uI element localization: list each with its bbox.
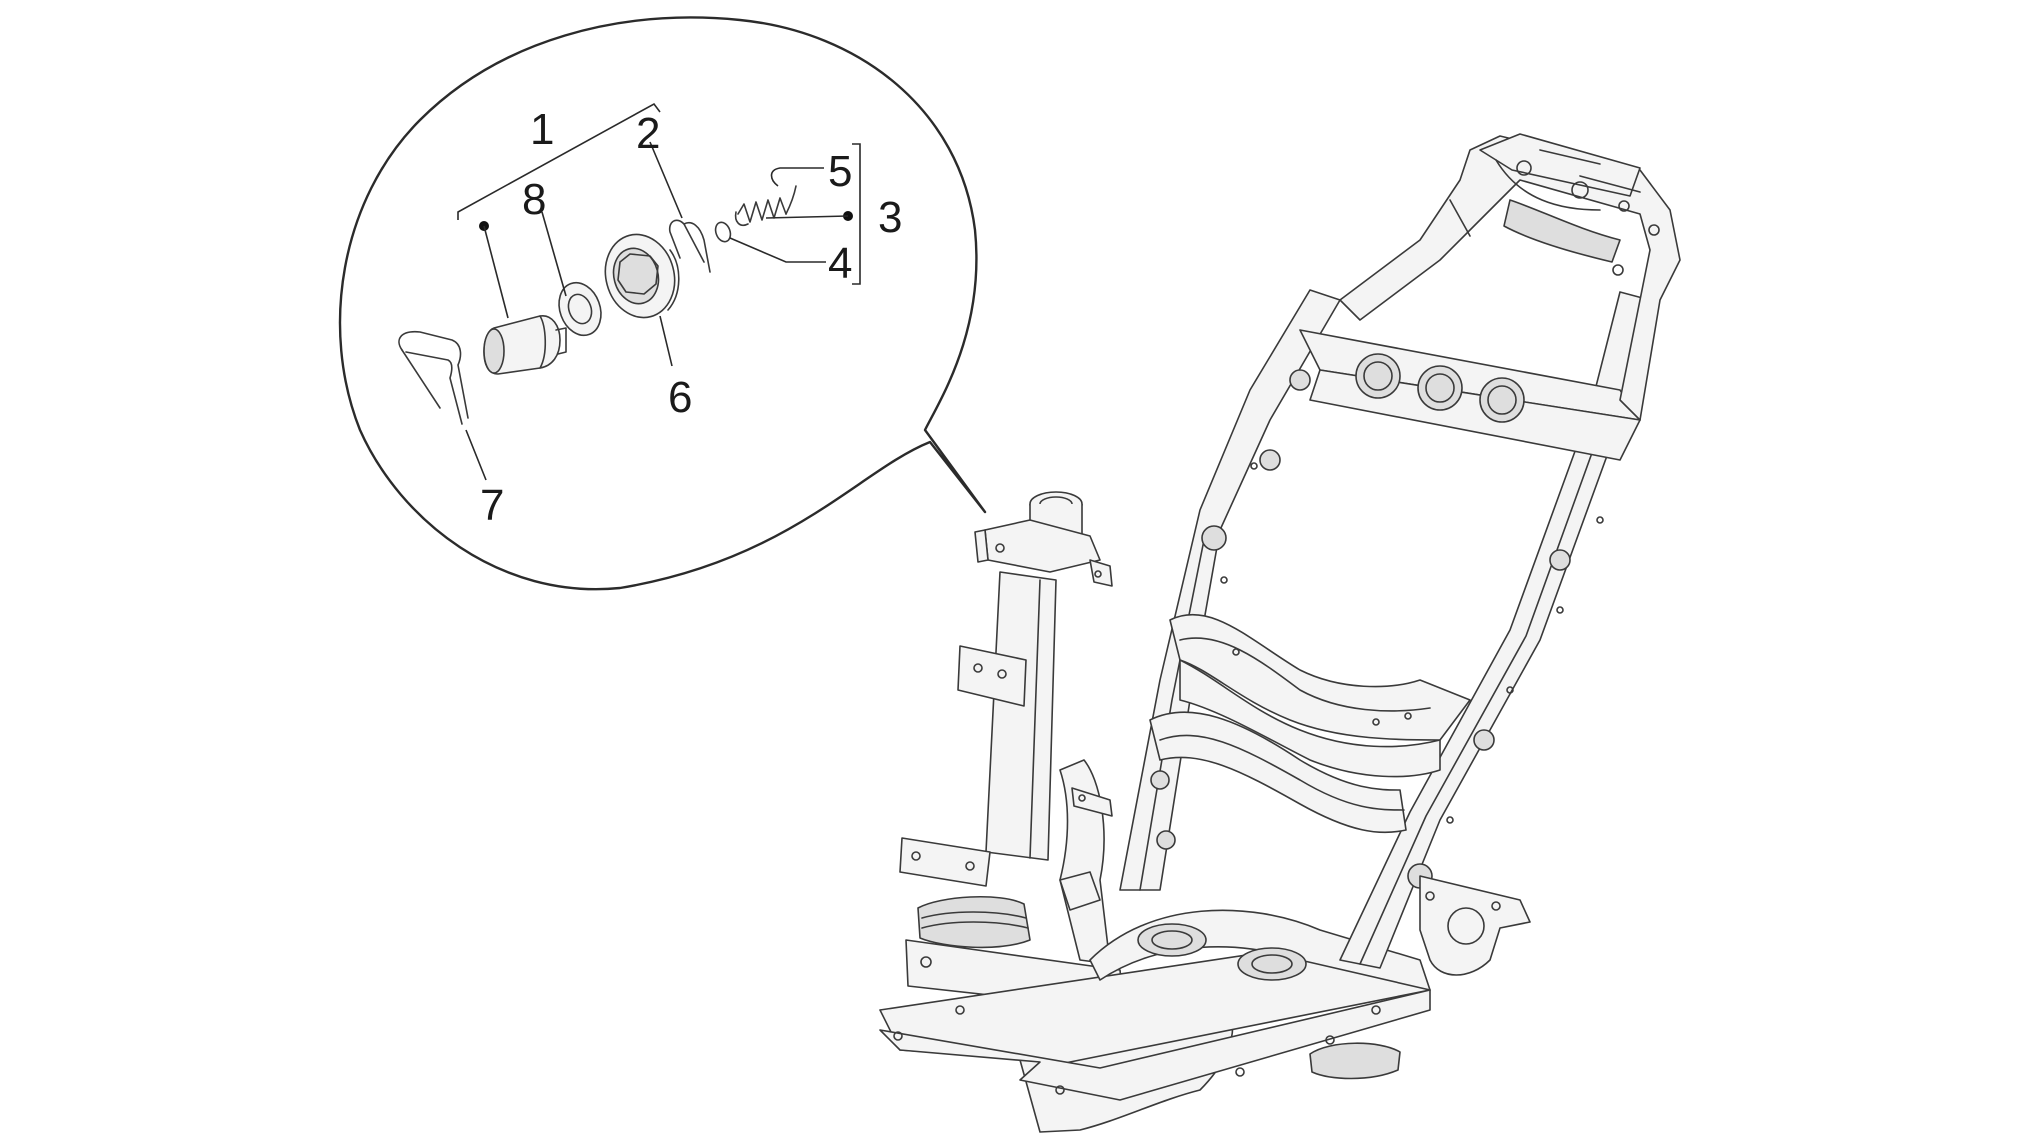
middle-cross-member	[1169, 613, 1471, 778]
callout-labels: 1 2 3 4 5 6 7 8	[480, 105, 902, 530]
rear-lower-bracket	[1419, 875, 1531, 976]
callout-3: 3	[878, 193, 902, 242]
rear-cross-member	[1299, 329, 1641, 461]
detail-bubble	[338, 16, 987, 591]
callout-8: 8	[522, 175, 546, 224]
leader-lines	[457, 102, 861, 481]
callout-7: 7	[480, 481, 504, 530]
scooter-frame	[879, 133, 1681, 1133]
part-7-wire-clip	[398, 330, 469, 425]
callout-4: 4	[828, 239, 852, 288]
part-6-lock-disc	[604, 233, 680, 319]
lower-u-loop	[1149, 711, 1407, 834]
part-5-spring	[734, 185, 797, 227]
rear-top-hoop	[1339, 133, 1681, 421]
callout-6: 6	[668, 373, 692, 422]
callout-2: 2	[636, 109, 660, 158]
callout-5: 5	[828, 147, 852, 196]
part-1-bushing	[483, 315, 567, 375]
callout-1: 1	[530, 105, 554, 154]
front-tab	[1059, 871, 1101, 911]
steering-head	[974, 491, 1113, 587]
front-down-tube	[899, 571, 1057, 887]
part-8-washer	[558, 281, 602, 337]
floor-frame	[879, 909, 1431, 1101]
part-4-o-ring	[714, 221, 732, 243]
part-2-spring-clip	[668, 219, 711, 273]
